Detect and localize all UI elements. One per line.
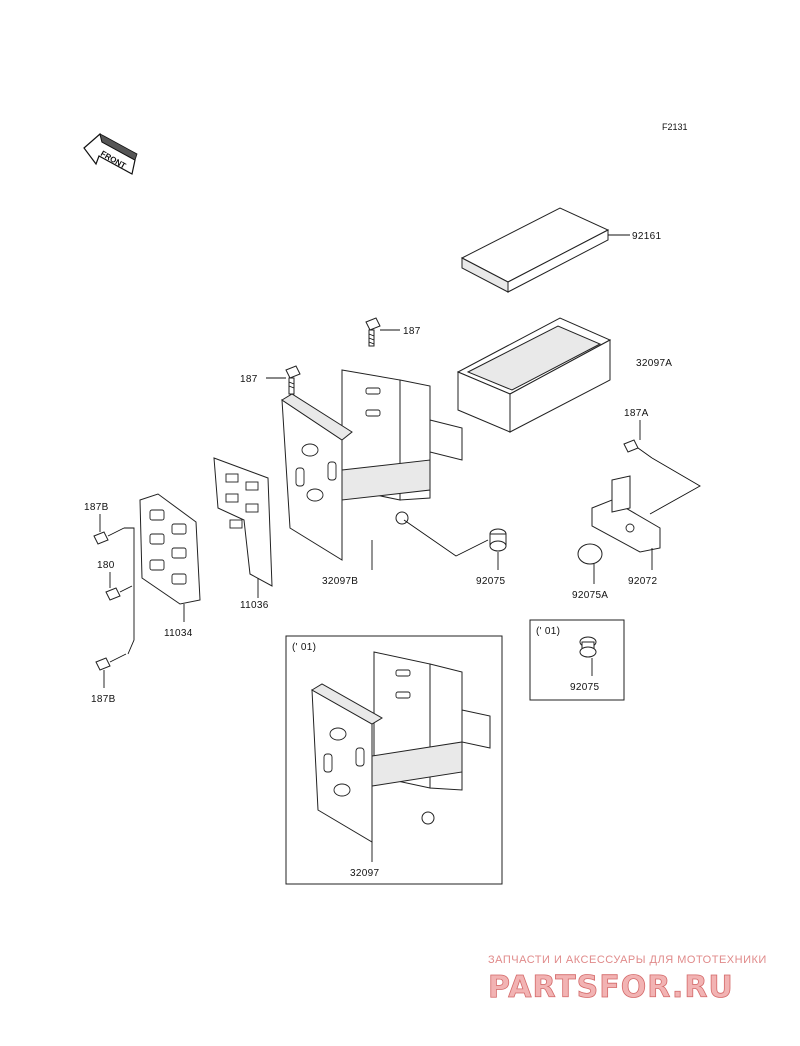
part-32097-bracket (311, 651, 491, 843)
label-92072: 92072 (628, 576, 657, 587)
label-92075a: 92075A (572, 590, 608, 601)
label-187-top: 187 (403, 326, 421, 337)
part-92161-pad (460, 207, 610, 293)
label-180: 180 (97, 560, 115, 571)
label-187b-bottom: 187B (91, 694, 116, 705)
label-92075: 92075 (476, 576, 505, 587)
part-92075a-cap (577, 543, 603, 565)
label-92161: 92161 (632, 231, 661, 242)
watermark-brand-logo: PARTSFOR.RU (488, 970, 734, 1005)
label-11036: 11036 (240, 600, 269, 611)
variant-label-bracket: (' 01) (292, 642, 316, 653)
label-187b-top: 187B (84, 502, 109, 513)
part-92075-inset-grommet (579, 636, 597, 658)
label-92075-inset: 92075 (570, 682, 599, 693)
part-32097b-bracket (281, 369, 463, 561)
part-11036-plate (213, 457, 273, 587)
variant-label-inset: (' 01) (536, 626, 560, 637)
bolt-187-top-icon (365, 317, 381, 347)
watermark-tagline: ЗАПЧАСТИ И АКСЕССУАРЫ ДЛЯ МОТОТЕХНИКИ (488, 954, 767, 966)
variant-bracket-box (285, 635, 503, 885)
label-32097a: 32097A (636, 358, 672, 369)
part-32097a-case (456, 317, 612, 433)
part-11034-plate (139, 493, 201, 605)
front-arrow-icon: FRONT (83, 132, 138, 175)
part-92075-grommet (489, 528, 507, 552)
screw-180-icon (105, 585, 133, 601)
part-92072-bracket (591, 475, 661, 553)
bolt-187b-bottom-icon (95, 653, 127, 671)
label-187-left: 187 (240, 374, 258, 385)
bolt-187a-icon (623, 439, 653, 459)
variant-inset-box (529, 619, 625, 701)
label-187a: 187A (624, 408, 649, 419)
bolt-187-left-icon (285, 365, 301, 395)
label-32097b: 32097B (322, 576, 358, 587)
label-11034: 11034 (164, 628, 193, 639)
bolt-187b-top-icon (93, 527, 125, 545)
label-32097: 32097 (350, 868, 379, 879)
figure-reference: F2131 (662, 122, 688, 132)
